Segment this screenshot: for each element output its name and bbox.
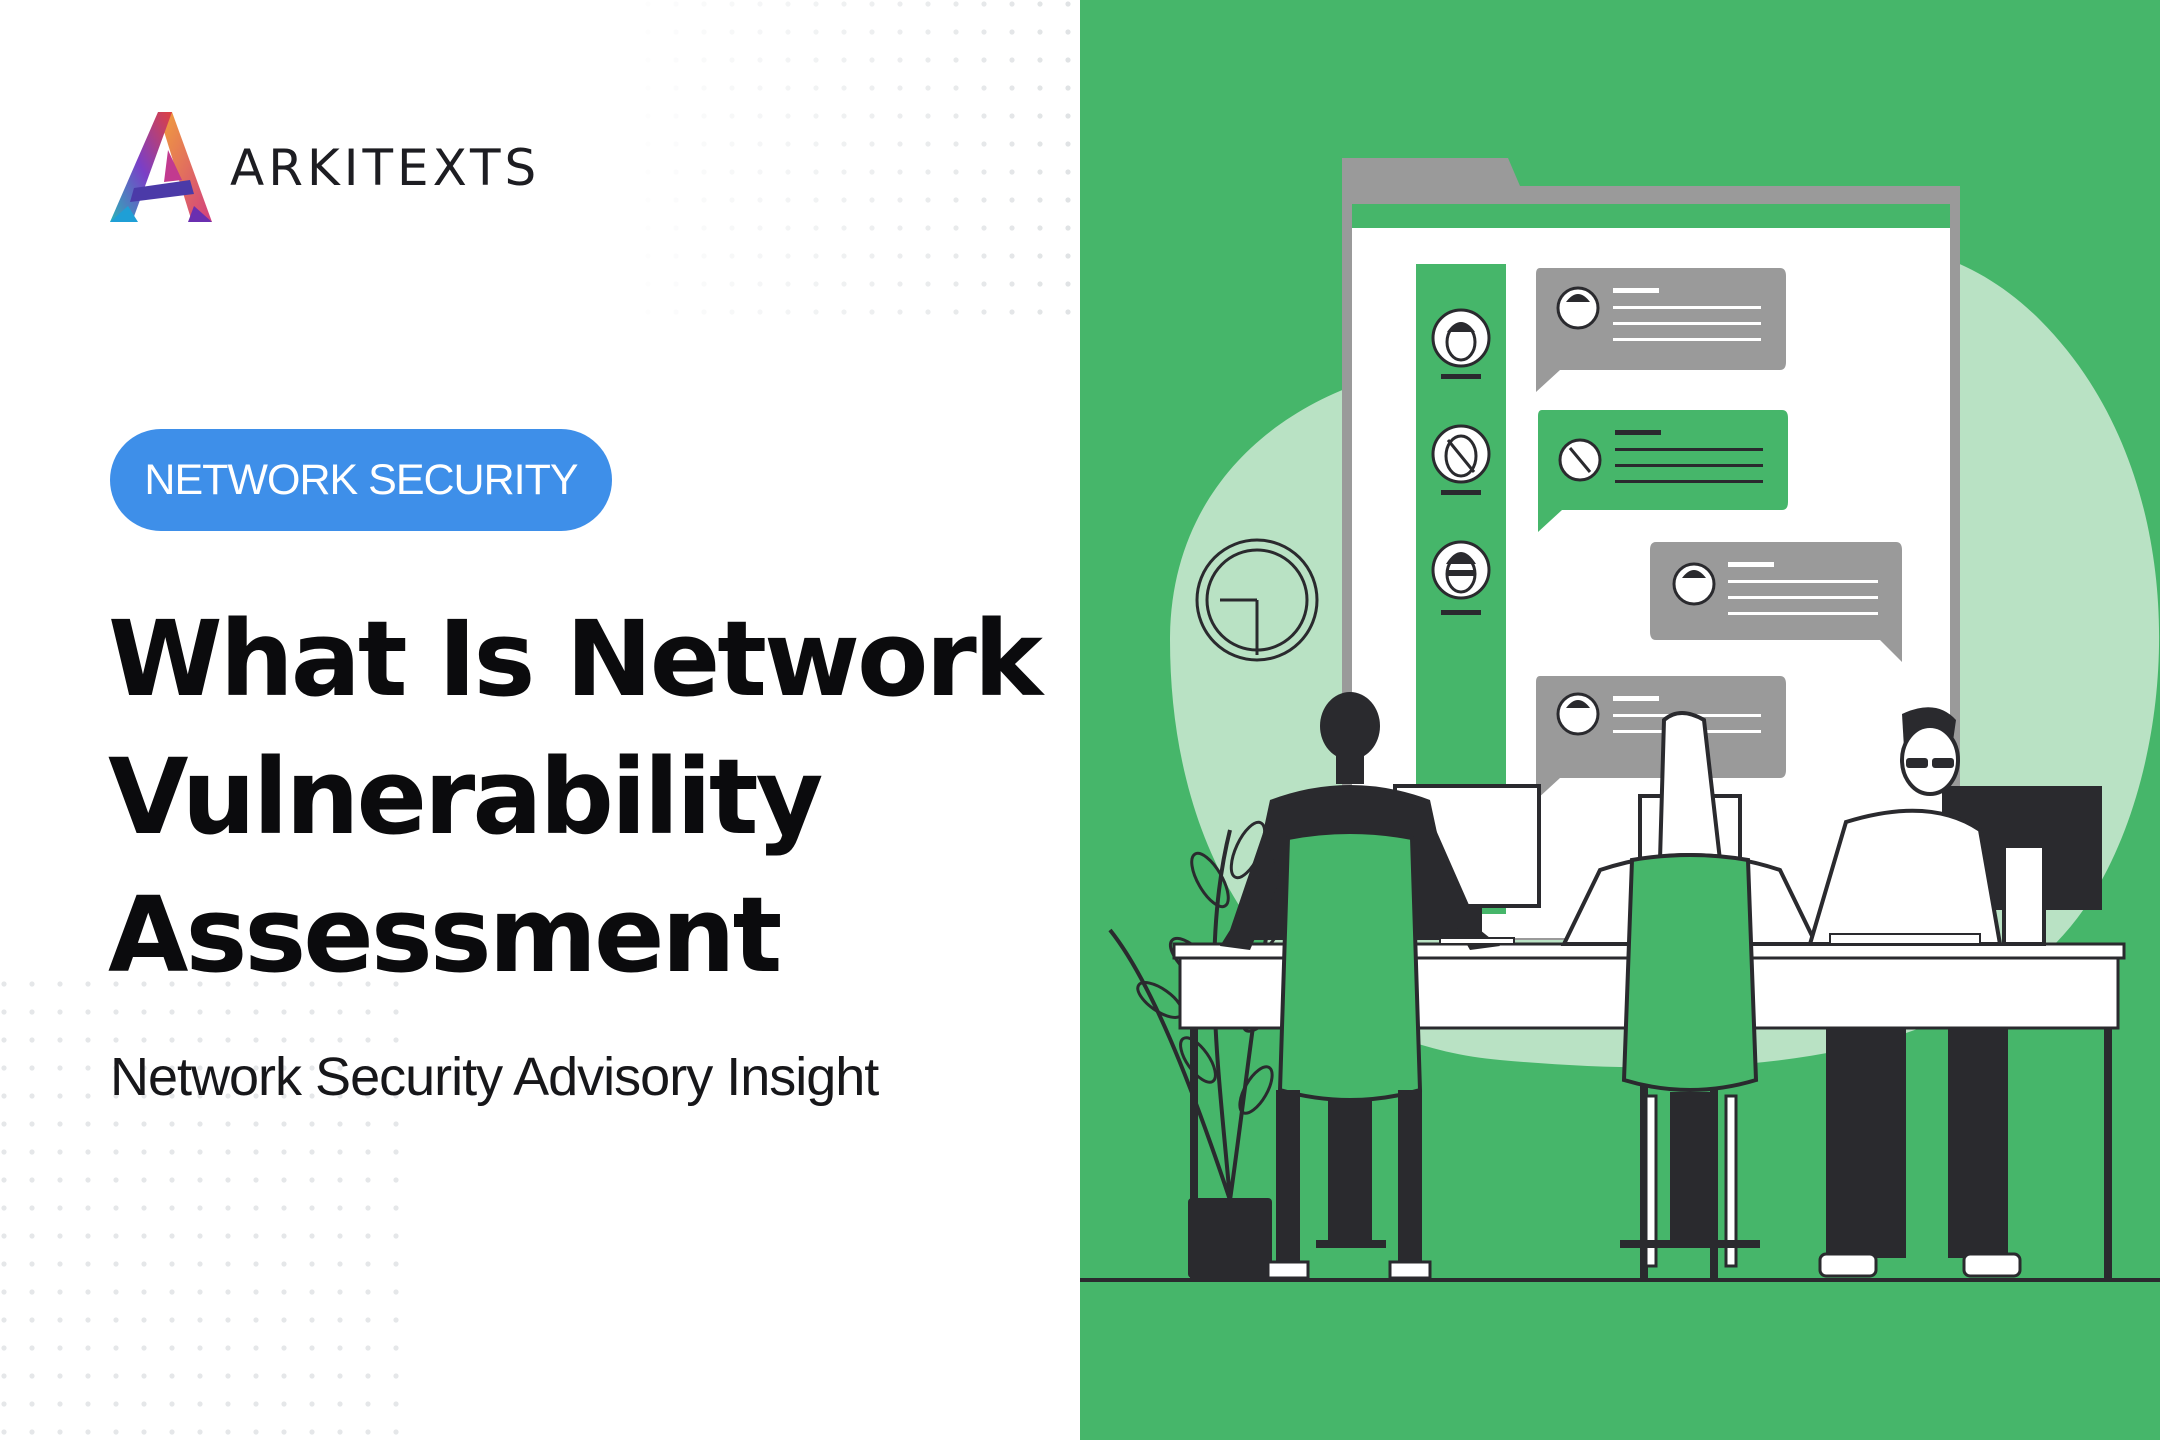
chat-bubble: [1650, 542, 1902, 662]
keyboard-icon: [1439, 937, 1515, 945]
headline-line-1: What Is Network: [108, 598, 1043, 720]
team-monitoring-chat-screen-illustration-icon: [1080, 158, 2160, 1282]
person-right: [1807, 707, 2022, 1278]
headline: What Is Network Vulnerability Assessment: [108, 590, 1068, 1004]
chat-bubble: [1536, 676, 1786, 800]
dot-pattern: [0, 0, 1080, 1440]
keyboard-icon: [1829, 933, 1981, 945]
text-panel: ARKITEXTS NETWORK SECURITY What Is Netwo…: [0, 0, 1080, 1440]
headline-line-3: Assessment: [108, 874, 782, 996]
brand[interactable]: ARKITEXTS: [108, 110, 540, 226]
headline-line-2: Vulnerability: [108, 736, 823, 858]
person-left: [1220, 692, 1500, 1280]
contact-avatar-icon: [1431, 424, 1491, 495]
contact-avatar-icon: [1431, 540, 1491, 615]
brand-name: ARKITEXTS: [230, 139, 541, 197]
illustration-panel: [1080, 0, 2160, 1440]
wall-clock-icon: [1195, 538, 1319, 662]
chat-bubble: [1536, 268, 1786, 392]
floor-line: [1080, 1278, 2160, 1282]
category-badge[interactable]: NETWORK SECURITY: [110, 429, 612, 531]
chat-bubble: [1538, 410, 1788, 532]
category-badge-label: NETWORK SECURITY: [144, 455, 578, 504]
stylized-letter-a-logo-icon: [110, 112, 212, 222]
subtitle: Network Security Advisory Insight: [110, 1047, 879, 1107]
contact-avatar-icon: [1431, 308, 1491, 379]
person-middle: [1560, 711, 1820, 1268]
